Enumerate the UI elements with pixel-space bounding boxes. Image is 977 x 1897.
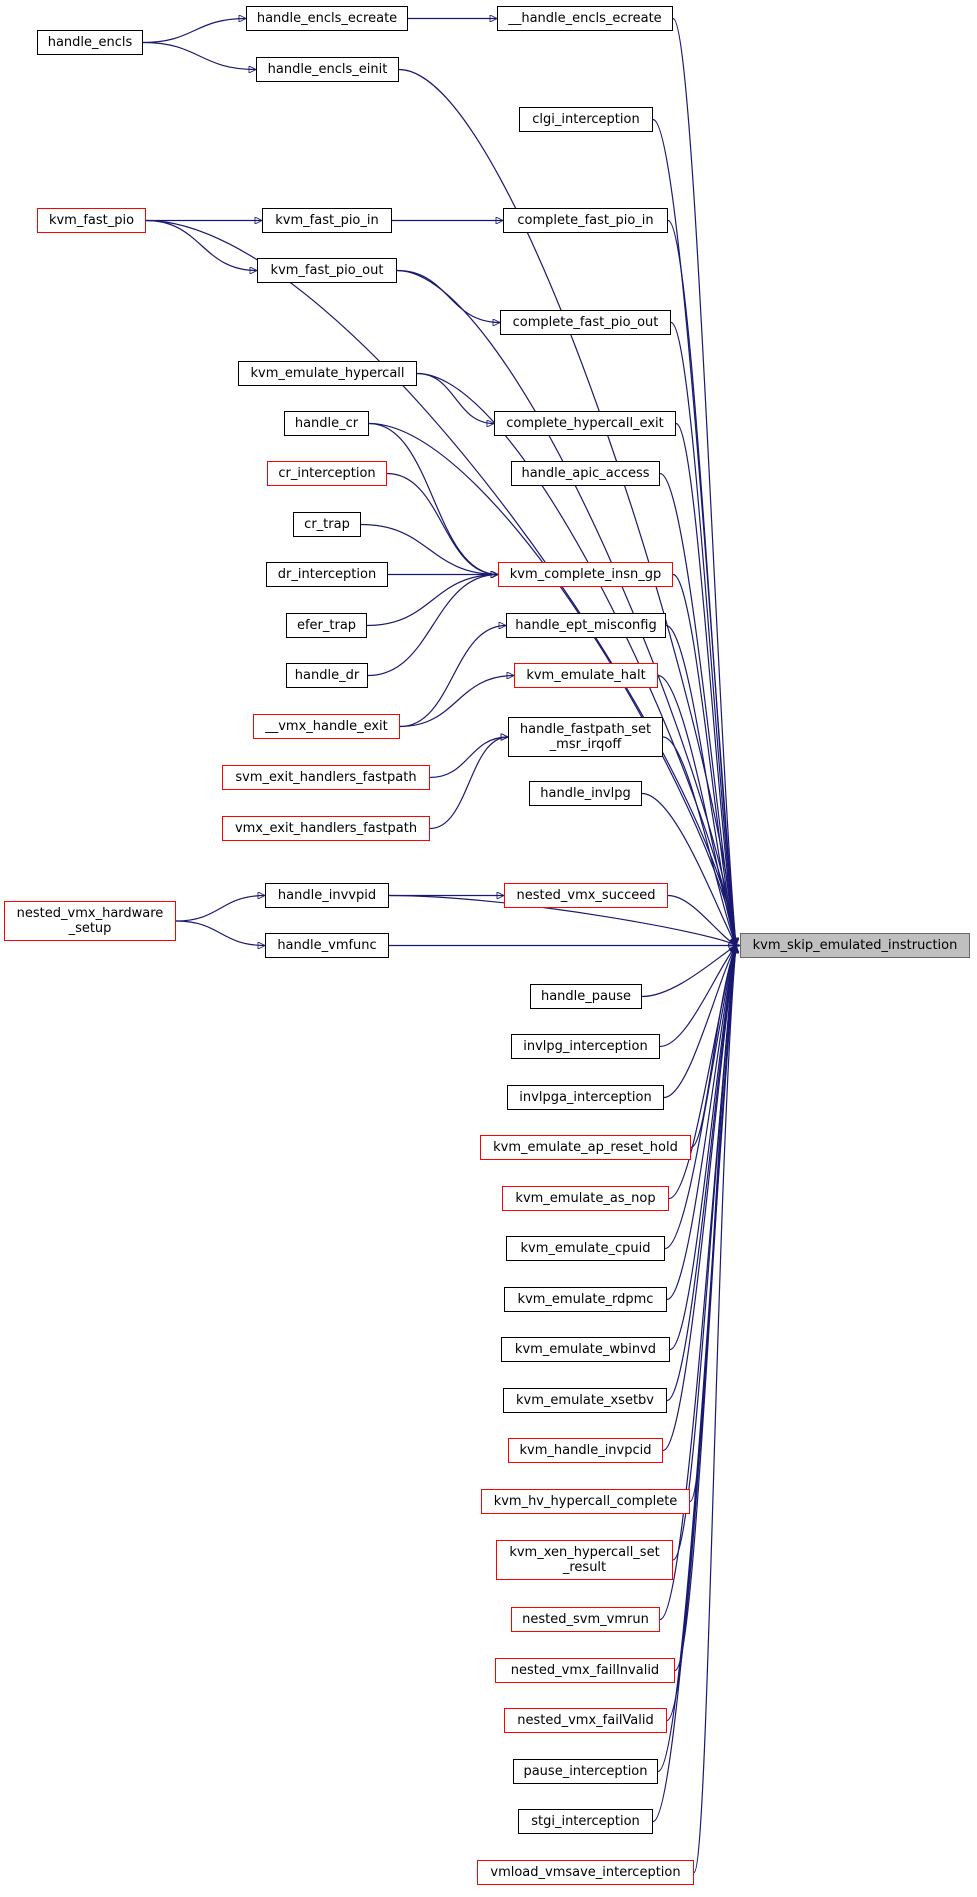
node-complete-hypercall-exit[interactable]: complete_hypercall_exit: [494, 411, 676, 436]
node-handle-invvpid[interactable]: handle_invvpid: [265, 883, 389, 908]
node-cr-interception[interactable]: cr_interception: [267, 461, 387, 486]
edge-n_kewbinvd-to-n_target: [669, 946, 736, 1351]
node-handle-encls[interactable]: handle_encls: [37, 30, 143, 55]
node-stgi-interception[interactable]: stgi_interception: [518, 1809, 653, 1834]
node-vmx-handle-exit[interactable]: __vmx_handle_exit: [253, 714, 400, 739]
node-handle-cr[interactable]: handle_cr: [284, 411, 369, 436]
node-kvm-hv-hypercall-complete[interactable]: kvm_hv_hypercall_complete: [481, 1489, 690, 1514]
edge-n_haa-to-n_target: [659, 472, 736, 946]
edge-n_crt-to-n_kcig: [360, 523, 498, 575]
node-kvm-fast-pio-in[interactable]: kvm_fast_pio_in: [262, 208, 392, 233]
node-kvm-handle-invpcid[interactable]: kvm_handle_invpcid: [508, 1438, 663, 1463]
edge-n_heinit-to-n_target: [398, 68, 736, 946]
node-pause-interception[interactable]: pause_interception: [513, 1759, 658, 1784]
edge-n_kfpout-to-n_target: [396, 269, 736, 946]
edge-n_hinv-to-n_target: [641, 792, 737, 946]
node-svm-exit-handlers-fastpath[interactable]: svm_exit_handlers_fastpath: [222, 765, 430, 790]
node-vmx-exit-handlers-fastpath[interactable]: vmx_exit_handlers_fastpath: [222, 816, 430, 841]
node-handle-vmfunc[interactable]: handle_vmfunc: [265, 933, 389, 958]
edge-n_hinvp-to-n_target: [388, 894, 736, 947]
node-nested-vmx-hardware-setup[interactable]: nested_vmx_hardware _setup: [4, 901, 176, 941]
edge-n_eft-to-n_kcig: [366, 575, 498, 627]
node-kvm-emulate-ap-reset-hold[interactable]: kvm_emulate_ap_reset_hold: [480, 1135, 691, 1160]
node-handle-encls-einit[interactable]: handle_encls_einit: [256, 57, 399, 82]
node-cr-trap[interactable]: cr_trap: [293, 512, 361, 537]
edge-n_kexsetbv-to-n_target: [666, 946, 736, 1402]
node-vmload-vmsave-interception[interactable]: vmload_vmsave_interception: [477, 1860, 694, 1885]
edge-n_kfpout-to-n_cfpout: [396, 269, 500, 323]
edge-n_keanop-to-n_target: [668, 946, 736, 1200]
node-handle-pause[interactable]: handle_pause: [530, 984, 642, 1009]
node-kvm-skip-emulated-instruction: kvm_skip_emulated_instruction: [740, 933, 970, 958]
edge-n_kcig-to-n_target: [672, 573, 736, 946]
node-kvm-xen-hypercall-set-result[interactable]: kvm_xen_hypercall_set _result: [496, 1540, 673, 1580]
node-kvm-fast-pio-out[interactable]: kvm_fast_pio_out: [257, 258, 397, 283]
node-dr-interception[interactable]: dr_interception: [266, 562, 388, 587]
node-efer-trap[interactable]: efer_trap: [286, 613, 367, 638]
node-kvm-emulate-hypercall[interactable]: kvm_emulate_hypercall: [238, 361, 417, 386]
node-kvm-emulate-rdpmc[interactable]: kvm_emulate_rdpmc: [504, 1287, 667, 1312]
edge-n_khinvpcid-to-n_target: [662, 946, 736, 1452]
node-clgi-interception[interactable]: clgi_interception: [519, 107, 653, 132]
node-invlpg-interception[interactable]: invlpg_interception: [511, 1034, 660, 1059]
edge-n_nvhs-to-n_hinvp: [175, 896, 265, 922]
edge-n_nvhs-to-n_hvmf: [175, 920, 265, 946]
edge-n_keh-to-n_target: [657, 674, 736, 946]
node-nested-vmx-succeed[interactable]: nested_vmx_succeed: [504, 883, 668, 908]
edge-n_chce-to-n_target: [675, 422, 736, 946]
edge-n_hem-to-n_target: [665, 624, 736, 946]
edge-n_cfpin-to-n_target: [667, 219, 736, 946]
node-invlpga-interception[interactable]: invlpga_interception: [507, 1085, 664, 1110]
edge-n__hecr-to-n_target: [672, 17, 736, 946]
edge-n_kfpio-to-n_kfpout: [145, 219, 257, 271]
node-complete-fast-pio-out[interactable]: complete_fast_pio_out: [500, 310, 671, 335]
edge-n_stgi-to-n_target: [652, 946, 736, 1823]
edge-n_kehc-to-n_target: [416, 372, 736, 946]
edge-n_cri-to-n_kcig: [386, 472, 498, 575]
edge-n_hencls-to-n_hecr: [142, 19, 246, 44]
node-kvm-emulate-xsetbv[interactable]: kvm_emulate_xsetbv: [503, 1388, 667, 1413]
edge-n_nvs-to-n_target: [667, 894, 736, 947]
node-complete-fast-pio-in[interactable]: complete_fast_pio_in: [503, 208, 668, 233]
edge-n_vhe-to-n_keh: [399, 676, 514, 728]
edge-n_ilpg-to-n_target: [659, 946, 736, 1048]
node-kvm-complete-insn-gp[interactable]: kvm_complete_insn_gp: [498, 562, 673, 587]
node-kvm-emulate-wbinvd[interactable]: kvm_emulate_wbinvd: [501, 1337, 670, 1362]
edge-n_ilpga-to-n_target: [663, 946, 737, 1099]
edge-n_kfpio-to-n_target: [145, 219, 736, 946]
node-handle-encls-ecreate[interactable]: handle_encls_ecreate: [246, 6, 408, 31]
node-nested-svm-vmrun[interactable]: nested_svm_vmrun: [511, 1607, 660, 1632]
node-kvm-emulate-cpuid[interactable]: kvm_emulate_cpuid: [506, 1236, 665, 1261]
edge-n_hdr-to-n_kcig: [367, 575, 498, 677]
node-handle-invlpg[interactable]: handle_invlpg: [529, 781, 642, 806]
edge-n_sehf-to-n_hfs: [429, 737, 508, 779]
node-nested-vmx-failvalid[interactable]: nested_vmx_failValid: [504, 1708, 667, 1733]
edge-n_kecpuid-to-n_target: [664, 946, 736, 1250]
edge-n_hfs-to-n_target: [662, 736, 736, 946]
edge-n_vehf-to-n_hfs: [429, 737, 508, 830]
node-handle-dr[interactable]: handle_dr: [286, 663, 368, 688]
edge-n_vhe-to-n_hem: [399, 626, 506, 728]
edge-n_hencls-to-n_heinit: [142, 41, 256, 70]
node-handle-apic-access[interactable]: handle_apic_access: [511, 461, 660, 486]
edge-n_keaprh-to-n_target: [690, 946, 736, 1149]
node-handle-encls-ecreate-internal[interactable]: __handle_encls_ecreate: [497, 6, 673, 31]
node-kvm-fast-pio[interactable]: kvm_fast_pio: [37, 208, 146, 233]
edge-n_kerdpmc-to-n_target: [666, 946, 736, 1301]
node-nested-vmx-failinvalid[interactable]: nested_vmx_failInvalid: [495, 1658, 675, 1683]
node-handle-fastpath-set-msr-irqoff[interactable]: handle_fastpath_set _msr_irqoff: [508, 717, 663, 757]
node-handle-ept-misconfig[interactable]: handle_ept_misconfig: [506, 613, 666, 638]
node-kvm-emulate-as-nop[interactable]: kvm_emulate_as_nop: [502, 1186, 669, 1211]
edge-n_nsvmrun-to-n_target: [659, 946, 736, 1621]
edge-n_cfpout-to-n_target: [670, 321, 736, 946]
edge-n_kehc-to-n_chce: [416, 372, 494, 424]
edge-n_hpause-to-n_target: [641, 944, 736, 998]
edge-n_vmlsi-to-n_target: [693, 946, 736, 1874]
node-kvm-emulate-halt[interactable]: kvm_emulate_halt: [514, 663, 658, 688]
